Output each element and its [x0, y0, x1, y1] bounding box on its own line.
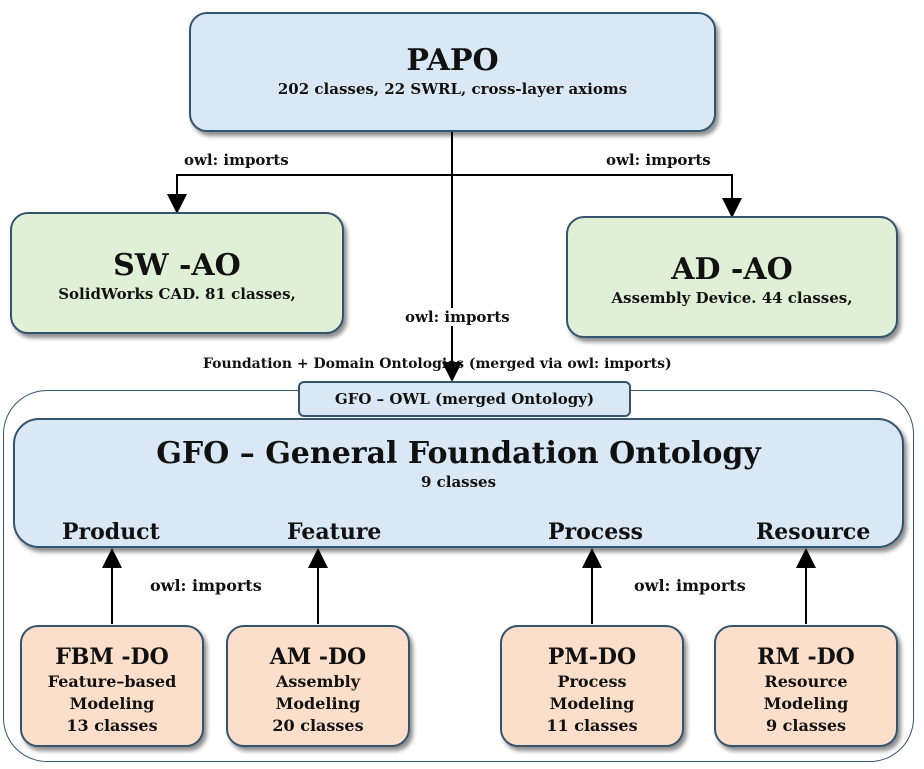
- rm-do-line-2: Modeling: [763, 694, 849, 713]
- fbm-do-line-1: Feature–based: [47, 672, 177, 691]
- rm-do-line-3: 9 classes: [765, 716, 847, 735]
- pm-do-line-2: Modeling: [549, 694, 635, 713]
- gfo-category-feature: Feature: [287, 519, 382, 545]
- am-do-line-2: Modeling: [275, 694, 361, 713]
- imports-label-lower-left: owl: imports: [150, 576, 262, 595]
- pm-do-line-3: 11 classes: [546, 716, 638, 735]
- gfo-category-process: Process: [548, 519, 643, 545]
- sw-ao-title: SW -AO: [113, 248, 241, 283]
- pm-do-line-1: Process: [557, 672, 627, 691]
- rm-do-line-1: Resource: [764, 672, 848, 691]
- papo-box: PAPO 202 classes, 22 SWRL, cross-layer a…: [189, 12, 716, 132]
- domain-ontology-pm: PM-DO Process Modeling 11 classes: [500, 625, 684, 747]
- ad-ao-subtitle: Assembly Device. 44 classes,: [611, 289, 853, 307]
- imports-label-left: owl: imports: [184, 151, 289, 169]
- arrow-papo-to-sw-ao: [167, 132, 453, 214]
- sw-ao-box: SW -AO SolidWorks CAD. 81 classes,: [10, 212, 344, 334]
- imports-label-right: owl: imports: [606, 151, 711, 169]
- gfo-title: GFO – General Foundation Ontology: [156, 436, 761, 471]
- gfo-subtitle: 9 classes: [420, 473, 497, 491]
- gfo-owl-label: GFO – OWL (merged Ontology): [334, 390, 595, 408]
- domain-ontology-am: AM -DO Assembly Modeling 20 classes: [226, 625, 410, 747]
- ad-ao-title: AD -AO: [671, 252, 793, 287]
- fbm-do-title: FBM -DO: [55, 644, 169, 670]
- gfo-category-resource: Resource: [756, 519, 871, 545]
- rm-do-title: RM -DO: [757, 644, 855, 670]
- domain-ontology-rm: RM -DO Resource Modeling 9 classes: [714, 625, 898, 747]
- fbm-do-line-2: Modeling: [69, 694, 155, 713]
- imports-label-center: owl: imports: [405, 308, 510, 326]
- am-do-title: AM -DO: [269, 644, 367, 670]
- am-do-line-1: Assembly: [275, 672, 361, 691]
- gfo-box: GFO – General Foundation Ontology 9 clas…: [13, 418, 904, 548]
- fbm-do-line-3: 13 classes: [66, 716, 158, 735]
- sw-ao-subtitle: SolidWorks CAD. 81 classes,: [58, 285, 296, 303]
- papo-title: PAPO: [406, 43, 499, 78]
- pm-do-title: PM-DO: [547, 644, 637, 670]
- imports-label-lower-right: owl: imports: [634, 576, 746, 595]
- gfo-owl-tag: GFO – OWL (merged Ontology): [298, 381, 631, 417]
- merged-caption: Foundation + Domain Ontologies (merged v…: [203, 356, 672, 372]
- papo-subtitle: 202 classes, 22 SWRL, cross-layer axioms: [277, 80, 628, 98]
- ad-ao-box: AD -AO Assembly Device. 44 classes,: [566, 216, 898, 338]
- domain-ontology-fbm: FBM -DO Feature–based Modeling 13 classe…: [20, 625, 204, 747]
- arrow-papo-to-ad-ao: [452, 174, 742, 218]
- gfo-category-product: Product: [62, 519, 160, 545]
- am-do-line-3: 20 classes: [272, 716, 364, 735]
